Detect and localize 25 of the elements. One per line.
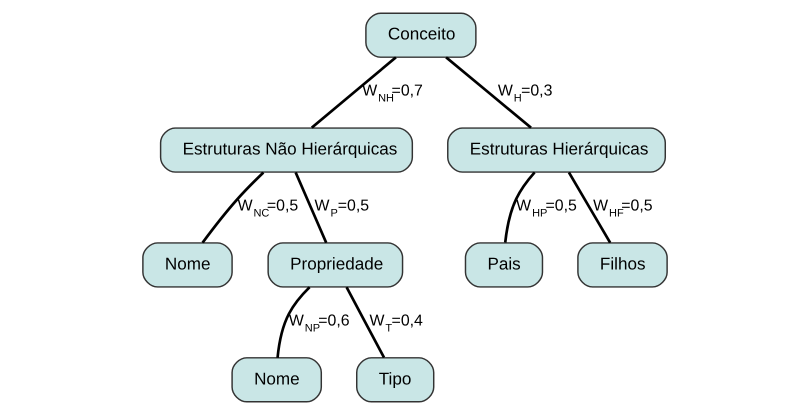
connector <box>201 172 264 244</box>
edge-label: W$_{HP}$=0,5 <box>516 197 576 220</box>
edge-label: W$_{P}$=0,5 <box>314 197 369 220</box>
edge-label: W$_{T}$=0,4 <box>369 312 422 334</box>
connector <box>344 286 385 358</box>
node-box: Conceito <box>364 12 476 58</box>
node-box: Nome <box>230 357 322 403</box>
edge-label: W$_{HF}$=0,5 <box>592 197 652 220</box>
connector <box>276 286 310 358</box>
node-box: Filhos <box>576 242 668 288</box>
connector <box>503 172 536 243</box>
connector <box>567 172 611 244</box>
edge-label: W$_{H}$=0,3 <box>497 82 552 105</box>
connector <box>444 56 532 129</box>
edge-label: W$_{NP}$=0,6 <box>288 312 350 334</box>
connector <box>294 172 327 244</box>
node-box: Propriedade <box>266 242 403 288</box>
node-box: Estruturas Não Hierárquicas <box>159 127 413 173</box>
edge-label: W$_{NH}$=0,7 <box>362 82 422 105</box>
node-box: Tipo <box>356 357 434 403</box>
edge-label: W$_{NC}$=0,5 <box>237 197 298 220</box>
node-box: Pais <box>464 242 543 288</box>
node-box: Estruturas Hierárquicas <box>446 127 666 173</box>
node-box: Nome <box>142 242 232 288</box>
connector <box>310 56 396 129</box>
